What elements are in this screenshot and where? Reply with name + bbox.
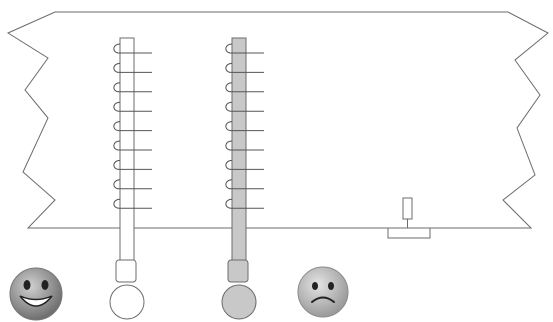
right-rod-hook (225, 198, 235, 209)
left-rod-hook (113, 101, 123, 112)
left-rod-hooks (113, 43, 152, 209)
left-rod-hook (113, 82, 123, 93)
right-rod-bulb (221, 284, 257, 320)
left-rod (109, 37, 152, 320)
left-rod-hook (113, 121, 123, 132)
left-rod-hook (113, 140, 123, 151)
bracket-post (402, 197, 413, 220)
right-rod-hook (225, 159, 235, 170)
right-rod-connector (227, 259, 249, 283)
right-rod-hook (225, 62, 235, 73)
left-rod-connector (115, 259, 137, 283)
right-rod (221, 37, 264, 320)
right-rod-hook (225, 179, 235, 190)
right-rod-shaft (231, 37, 247, 261)
right-rod-hook (225, 140, 235, 151)
torn-panel-outline (6, 11, 549, 229)
right-rod-hook (225, 101, 235, 112)
left-rod-bulb (109, 284, 145, 320)
bracket-base (387, 227, 431, 239)
left-rod-hook (113, 179, 123, 190)
left-rod-hook (113, 159, 123, 170)
right-rod-hook (225, 121, 235, 132)
happy-face-icon (9, 267, 63, 321)
sad-face-icon (297, 266, 349, 318)
left-rod-hook (113, 198, 123, 209)
right-rod-hooks (225, 43, 264, 209)
left-rod-shaft (119, 37, 135, 261)
bracket-fixture (387, 197, 431, 239)
left-rod-hook (113, 43, 123, 54)
right-rod-hook (225, 82, 235, 93)
left-rod-hook (113, 62, 123, 73)
right-rod-hook (225, 43, 235, 54)
